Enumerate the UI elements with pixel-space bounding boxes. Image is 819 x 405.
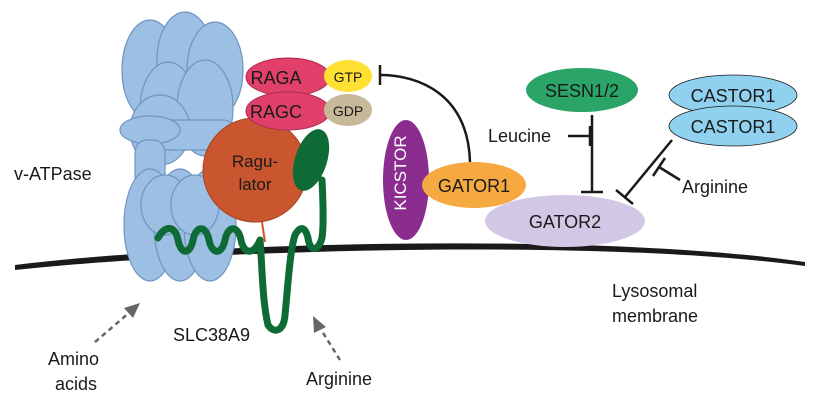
lysosomal-label-line2: membrane — [612, 306, 698, 326]
castor1-node-bottom — [668, 105, 798, 147]
gtp-node — [324, 60, 372, 92]
v-atpase-complex — [119, 11, 244, 282]
arginine-inhibits-castor-bar — [651, 157, 667, 177]
slc38a9-head — [292, 129, 330, 191]
castor1-label-bottom: CASTOR1 — [691, 117, 776, 137]
gdp-node — [324, 94, 372, 126]
gator1-node — [422, 162, 526, 208]
amino-acids-arrowhead — [124, 303, 140, 318]
ragulator-label-line2: lator — [238, 175, 271, 194]
arginine-bottom-arrowhead — [313, 316, 326, 333]
arginine-inhibits-castor — [658, 165, 681, 182]
gator2-node — [485, 195, 645, 247]
castor-inhibits-gator2-bar — [615, 189, 634, 205]
gator1-inhibits-raga — [379, 73, 472, 163]
v-atpase-label: v-ATPase — [14, 164, 92, 184]
leucine-label: Leucine — [488, 126, 551, 146]
slc38a9-label: SLC38A9 — [173, 325, 250, 345]
kicstor-node — [383, 120, 429, 240]
lysosomal-label-line1: Lysosomal — [612, 281, 697, 301]
amino-label-line2: acids — [55, 374, 97, 394]
sesn-label: SESN1/2 — [545, 81, 619, 101]
gator1-label: GATOR1 — [438, 176, 510, 196]
amino-label-line1: Amino — [48, 349, 99, 369]
gator2-label: GATOR2 — [529, 212, 601, 232]
castor1-label-top: CASTOR1 — [691, 86, 776, 106]
arginine-bottom-label: Arginine — [306, 369, 372, 389]
castor-inhibits-gator2 — [624, 139, 673, 198]
slc38a9 — [154, 176, 327, 334]
ragulator-anchor-line — [261, 221, 266, 243]
gtp-label: GTP — [334, 69, 363, 85]
gdp-label: GDP — [333, 103, 363, 119]
sesn-node — [526, 68, 638, 112]
amino-acids-arrow — [94, 311, 131, 343]
ragulator-label-line1: Ragu- — [232, 152, 278, 171]
arginine-right-label: Arginine — [682, 177, 748, 197]
arginine-bottom-arrow — [318, 327, 342, 361]
ragc-label: RAGC — [250, 102, 302, 122]
raga-label: RAGA — [250, 68, 301, 88]
kicstor-label: KICSTOR — [391, 135, 410, 210]
